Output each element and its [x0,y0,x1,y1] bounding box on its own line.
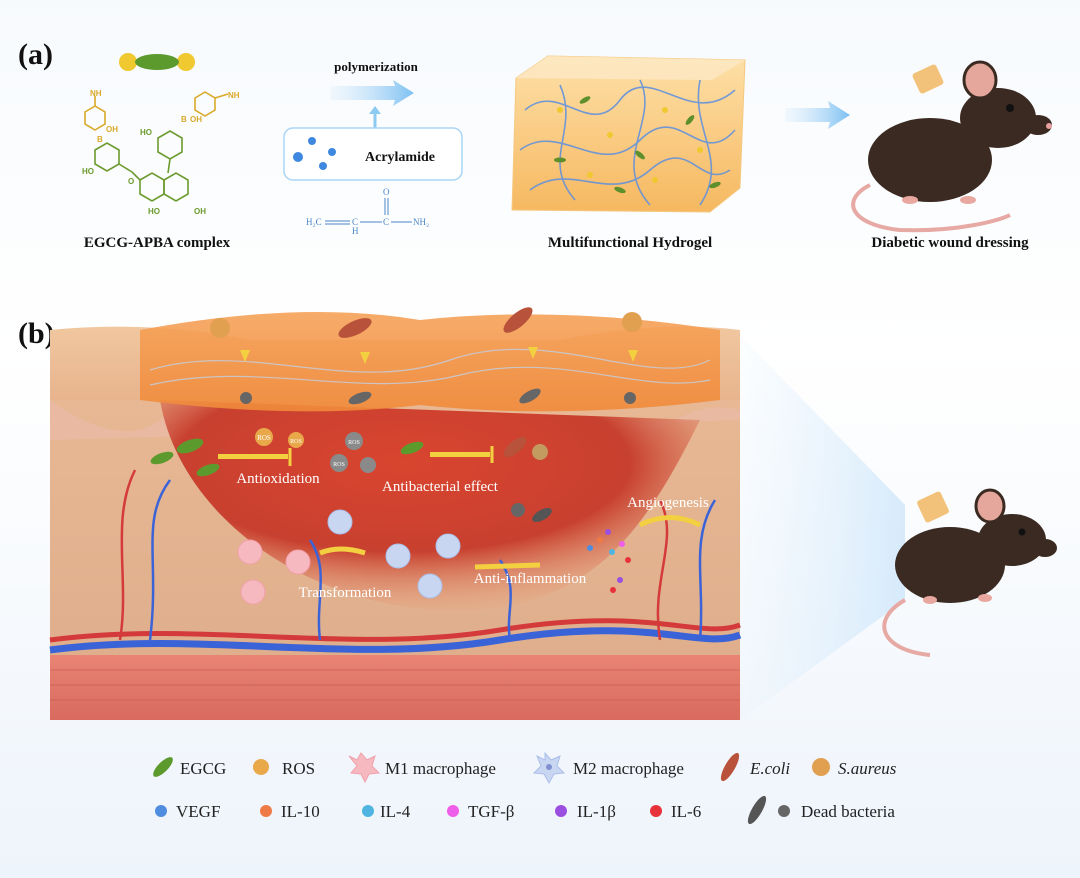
svg-text:NH: NH [90,89,102,98]
svg-text:NH₂: NH₂ [413,217,429,227]
svg-text:H: H [352,226,359,236]
saureus-icon [622,312,642,332]
arrow-right-icon [785,101,850,129]
ecoli-icon [503,307,533,333]
svg-text:ROS: ROS [257,434,271,442]
dead-bacteria-icon [778,805,790,817]
leaf-icon [150,451,174,465]
acrylamide-label: Acrylamide [365,150,435,165]
legend-ecoli: E.coli [749,759,790,778]
svg-text:C: C [383,217,389,227]
svg-text:OH: OH [190,115,202,124]
saureus-icon [812,758,830,776]
egcg-apba-complex-structure: NH NH B OH B OH HO HO HO OH O [82,53,240,216]
acrylamide-box [283,127,463,181]
il6-dot-icon [650,805,662,817]
wound-dressing-patch [912,64,944,94]
legend-ros: ROS [282,759,315,778]
m1-macrophage-icon [348,752,381,784]
svg-text:H₂C: H₂C [306,217,322,227]
skin-tissue-block [49,312,742,720]
caption-egcg-apba-complex: EGCG-APBA complex [84,235,231,251]
svg-text:OH: OH [194,207,206,216]
leaf-icon [176,438,204,454]
legend-egcg: EGCG [180,759,226,778]
mouse-icon [882,488,1057,657]
zoom-beam [740,335,905,720]
wound-processes: ROS ROS ROS ROS [150,428,702,605]
tgf-beta-dot-icon [447,805,459,817]
leaf-icon [400,441,424,455]
leaf-icon [153,757,173,777]
legend-il10: IL-10 [281,802,320,821]
label-antibacterial-effect: Antibacterial effect [382,479,499,495]
label-angiogenesis: Angiogenesis [627,495,709,511]
polymerization-label: polymerization [334,59,419,74]
legend-il1-beta: IL-1β [577,802,616,821]
leaf-icon [196,463,220,477]
polymerization-arrow-icon [330,80,414,106]
ecoli-icon [503,436,527,458]
bacteria-on-hydrogel [210,307,642,405]
svg-text:OH: OH [106,125,118,134]
svg-text:HO: HO [82,167,94,176]
wound-dressing-patch [917,491,949,523]
acrylamide-formula: H₂C C H C O NH₂ [306,187,429,236]
mouse-icon [851,60,1052,233]
legend-m1-macrophage: M1 macrophage [385,759,496,778]
svg-text:HO: HO [140,128,152,137]
svg-text:C: C [352,217,358,227]
svg-text:HO: HO [148,207,160,216]
panel-a-label: (a) [18,38,53,71]
saureus-icon [210,318,230,338]
vegf-dot-icon [155,805,167,817]
ros-cluster-icon [255,428,273,446]
label-transformation: Transformation [299,585,392,601]
leaf-icon [135,54,179,70]
svg-text:O: O [383,187,390,197]
caption-multifunctional-hydrogel: Multifunctional Hydrogel [548,235,712,251]
caption-diabetic-wound-dressing: Diabetic wound dressing [871,235,1029,251]
legend-tgf-beta: TGF-β [468,802,514,821]
hydrogel-layer [140,312,720,412]
svg-text:B: B [97,135,103,144]
svg-text:ROS: ROS [348,440,360,446]
legend-il6: IL-6 [671,802,701,821]
panel-b-label: (b) [18,317,55,350]
hydrogel-block [511,55,746,213]
ros-cluster-icon [253,759,269,775]
svg-text:ROS: ROS [290,439,302,445]
svg-text:B: B [181,115,187,124]
legend-il4: IL-4 [380,802,411,821]
ecoli-icon [720,752,740,782]
il10-dot-icon [260,805,272,817]
il1-beta-dot-icon [555,805,567,817]
ros-cluster-icon [288,432,304,448]
svg-text:NH: NH [228,91,240,100]
ros-cluster-icon [330,454,348,472]
il4-dot-icon [362,805,374,817]
svg-text:ROS: ROS [333,462,345,468]
legend-vegf: VEGF [176,802,220,821]
ros-cluster-icon [345,432,363,450]
acrylamide-monomer-dots [293,137,336,170]
label-antioxidation: Antioxidation [236,471,320,487]
legend-saureus: S.aureus [838,759,897,778]
legend-dead-bacteria: Dead bacteria [801,802,895,821]
ecoli-icon [338,318,372,338]
dead-bacteria-icon [747,795,767,825]
svg-text:O: O [128,177,134,186]
label-anti-inflammation: Anti-inflammation [474,571,587,587]
legend-m2-macrophage: M2 macrophage [573,759,684,778]
legend: EGCG ROS M1 macrophage M2 macrophage E.c… [153,751,897,825]
